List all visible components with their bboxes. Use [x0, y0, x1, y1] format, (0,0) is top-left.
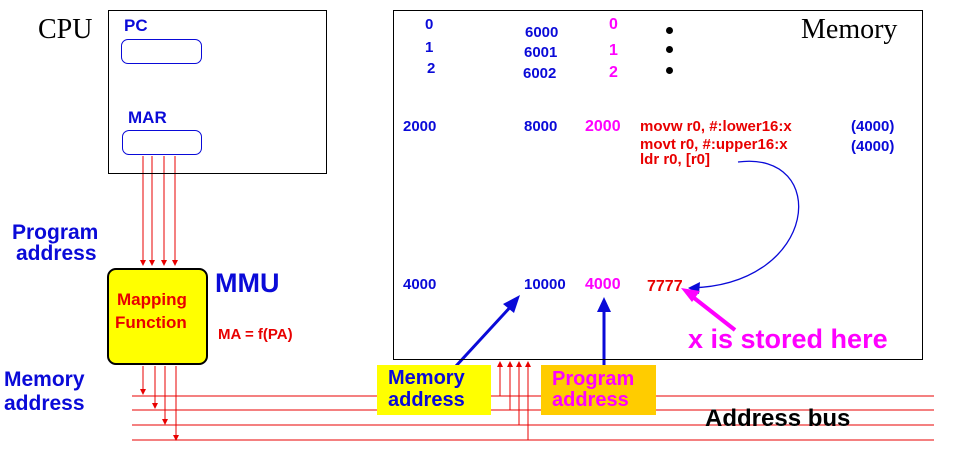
mapping-label: Mapping [117, 290, 187, 309]
mem-row-1-a: 1 [425, 39, 434, 56]
ellipsis-dot-3 [666, 67, 673, 74]
code-line-movt-value: (4000) [851, 138, 895, 155]
mem-row-0-c: 0 [609, 16, 618, 33]
mem-row-4-a: 4000 [403, 276, 437, 293]
mmu-to-bus-wires [140, 366, 179, 441]
memory-address-label-line1: Memory [4, 368, 85, 391]
code-line-movw-value: (4000) [851, 118, 895, 135]
program-address-box-line2: address [552, 389, 629, 411]
memory-address-box-line2: address [388, 389, 465, 411]
cpu-to-mmu-wires [140, 156, 178, 266]
address-bus-lines [132, 395, 934, 441]
code-line-movw: movw r0, #:lower16:x [640, 118, 792, 135]
memory-address-box [377, 365, 491, 415]
mem-row-1-b: 6001 [524, 44, 558, 61]
pc-label: PC [124, 16, 148, 35]
pc-register [121, 39, 202, 64]
cpu-box [108, 10, 327, 174]
cpu-title: CPU [38, 14, 93, 45]
x-stored-arrow [687, 292, 737, 332]
mem-row-3-c: 2000 [585, 118, 621, 135]
mmu-label: MMU [215, 268, 280, 298]
mapping-function-box [107, 268, 208, 365]
mem-row-0-a: 0 [425, 16, 434, 33]
memory-address-label-line2: address [4, 392, 85, 415]
load-arrow-curve [689, 160, 800, 289]
program-address-box-line1: Program [552, 368, 635, 390]
memory-address-box-line1: Memory [388, 367, 465, 389]
mem-row-2-c: 2 [609, 64, 618, 81]
mem-row-4-b: 10000 [524, 276, 566, 293]
memory-box [393, 10, 923, 360]
program-address-label-line1: Program [12, 221, 99, 244]
memory-address-arrow [454, 301, 516, 368]
program-address-label-line2: address [16, 242, 97, 265]
x-stored-label: x is stored here [688, 324, 888, 354]
mem-row-0-b: 6000 [525, 24, 559, 41]
address-bus-label: Address bus [705, 405, 851, 432]
mem-row-3-a: 2000 [403, 118, 437, 135]
mem-row-4-c: 4000 [585, 276, 621, 293]
mar-label: MAR [128, 108, 167, 127]
memory-title: Memory [801, 14, 898, 45]
program-address-box [541, 365, 656, 415]
stored-value: 7777 [647, 278, 683, 295]
bus-to-memory-wires [497, 361, 531, 440]
mar-register [122, 130, 202, 155]
mem-row-2-b: 6002 [523, 65, 557, 82]
mem-row-2-a: 2 [427, 60, 436, 77]
mem-row-3-b: 8000 [524, 118, 558, 135]
code-line-movt: movt r0, #:upper16:x [640, 136, 788, 153]
ellipsis-dot-1 [666, 27, 673, 34]
function-label: Function [115, 313, 187, 332]
code-line-ldr: ldr r0, [r0] [640, 151, 711, 168]
mem-row-1-c: 1 [609, 42, 618, 59]
ellipsis-dot-2 [666, 46, 673, 53]
mapping-formula: MA = f(PA) [218, 326, 293, 343]
